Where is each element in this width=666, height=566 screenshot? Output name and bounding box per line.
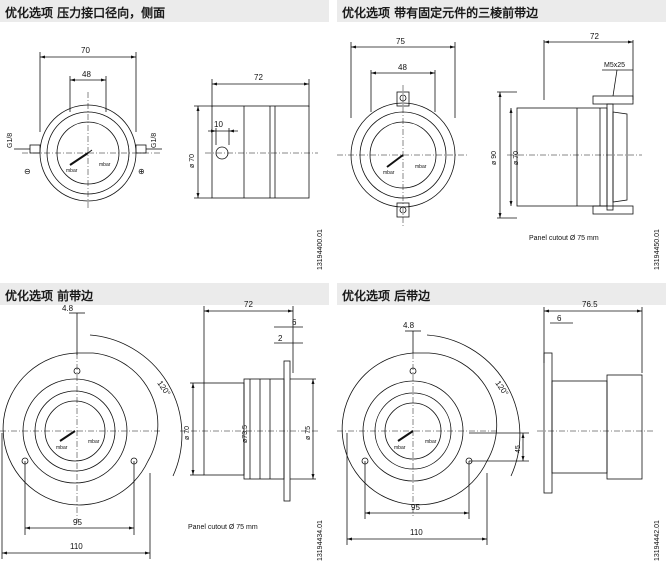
panel-header	[337, 283, 666, 305]
gauge-scale-min: mbar	[383, 170, 395, 176]
drawing-front-flange: mbar mbar 4.8 120° 72 6 2 ø 70 ø73.5 ø 7…	[0, 300, 324, 561]
drawing-radial-side: mbar mbar 70 48 72 10 ø 70 G1/8 G1/8 ⊖ ⊕…	[7, 46, 324, 270]
plus-port-icon: ⊕	[138, 167, 145, 176]
drawing-ref: 13194450.01	[654, 229, 661, 270]
dim-dia90: ø 90	[491, 151, 498, 165]
drawing-ref: 13194434.01	[317, 520, 324, 561]
dim-dia73-5: ø73.5	[242, 425, 249, 443]
gauge-scale-max: mbar	[425, 439, 437, 445]
dim-dia70: ø 70	[184, 426, 191, 440]
dim-72: 72	[590, 32, 599, 41]
panel-title: 优化选项 带有固定元件的三棱前带边	[342, 6, 539, 20]
dim-95: 95	[411, 503, 420, 512]
dim-72: 72	[244, 300, 253, 309]
dim-4-8: 4.8	[403, 321, 415, 330]
gauge-scale-min: mbar	[66, 168, 78, 174]
dim-120deg: 120°	[493, 379, 510, 398]
dim-45: 45	[515, 445, 522, 453]
dim-110: 110	[410, 528, 423, 537]
gauge-scale-min: mbar	[394, 445, 406, 451]
panel-header	[0, 283, 329, 305]
dim-dia75: ø 75	[305, 426, 312, 440]
dim-2: 2	[278, 334, 283, 343]
gauge-scale-max: mbar	[99, 162, 111, 168]
dim-75: 75	[396, 37, 405, 46]
dim-4-8: 4.8	[62, 304, 74, 313]
panel-title: 优化选项 后带边	[342, 289, 431, 303]
drawing-three-edge-front-flange: mbar mbar 75 48 72 M5x25 ø 90 ø 70 Panel…	[337, 32, 661, 270]
port-g18-left: G1/8	[7, 133, 14, 148]
panel-three-edge-front-flange: 优化选项 带有固定元件的三棱前带边	[337, 0, 666, 276]
dim-48: 48	[398, 63, 407, 72]
panel-radial-side: 优化选项 压力接口径向，侧面	[0, 0, 329, 276]
dim-dia70: ø 70	[189, 154, 196, 168]
minus-port-icon: ⊖	[24, 167, 31, 176]
panel-cutout-note: Panel cutout Ø 75 mm	[188, 524, 258, 531]
dim-120deg: 120°	[155, 379, 172, 398]
dim-95: 95	[73, 518, 82, 527]
gauge-scale-min: mbar	[56, 445, 68, 451]
panel-title: 优化选项 前带边	[5, 289, 94, 303]
panel-front-flange: 优化选项 前带边	[0, 283, 329, 566]
drawing-ref: 13194442.01	[654, 520, 661, 561]
panel-header	[337, 0, 666, 22]
dim-6: 6	[292, 318, 297, 327]
panel-title: 优化选项 压力接口径向，侧面	[5, 6, 166, 20]
panel-rear-flange: 优化选项 后带边	[337, 283, 666, 566]
dim-6: 6	[557, 314, 562, 323]
gauge-scale-max: mbar	[88, 439, 100, 445]
dim-110: 110	[70, 542, 83, 551]
drawing-rear-flange: mbar mbar 4.8 120° 45 95 110 76.5 6 1319…	[337, 300, 661, 561]
panel-cutout-note: Panel cutout Ø 75 mm	[529, 235, 599, 242]
screw-m5x25: M5x25	[604, 62, 625, 69]
dim-48: 48	[82, 70, 91, 79]
dim-70: 70	[81, 46, 90, 55]
panel-header	[0, 0, 329, 22]
drawing-ref: 13194400.01	[317, 229, 324, 270]
dim-dia70: ø 70	[513, 151, 520, 165]
dim-72: 72	[254, 73, 263, 82]
dim-10: 10	[214, 120, 223, 129]
gauge-scale-max: mbar	[415, 164, 427, 170]
dim-76-5: 76.5	[582, 300, 598, 309]
port-g18-right: G1/8	[151, 133, 158, 148]
